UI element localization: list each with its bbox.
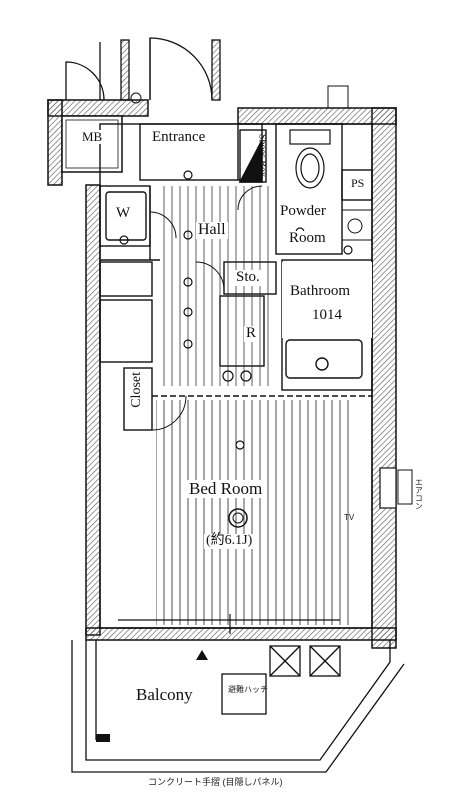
bottom-note: コンクリート手摺 (目隠しパネル) xyxy=(148,777,283,787)
toilet xyxy=(289,129,331,189)
closet-label: Closet xyxy=(129,372,144,408)
entry-doors xyxy=(65,37,221,101)
refrigerator-label: R xyxy=(244,325,259,342)
window xyxy=(118,614,340,634)
right-side-note: エアコン xyxy=(414,478,424,510)
hatch-label: 避難ハッチ xyxy=(228,685,268,694)
fixture-markers xyxy=(119,170,353,450)
tv-mark: TV xyxy=(344,513,355,522)
bedroom-label-2: (約6.1J) xyxy=(204,533,255,549)
bedroom-floor xyxy=(156,400,352,625)
bedroom-label-1: Bed Room xyxy=(187,479,265,498)
hall-floor xyxy=(160,186,270,386)
bathroom-label-1: Bathroom xyxy=(288,283,352,300)
shoes-box-label: Shoes Box xyxy=(256,134,268,178)
balcony-label: Balcony xyxy=(134,685,195,704)
powder-room-label-1: Powder xyxy=(278,203,328,220)
bathroom-label-2: 1014 xyxy=(310,307,344,324)
powder-room-label-2: Room xyxy=(287,230,328,247)
exterior-walls xyxy=(47,99,397,649)
hall-label: Hall xyxy=(196,221,228,239)
ps-label: PS xyxy=(349,176,367,190)
washer-label: W xyxy=(116,205,131,221)
storage-label: Sto. xyxy=(234,269,262,286)
mb-label: MB xyxy=(80,129,105,144)
interior-walls xyxy=(99,123,373,629)
mb-box xyxy=(61,115,123,173)
balcony-outline xyxy=(71,640,405,773)
entrance-label: Entrance xyxy=(150,129,208,146)
